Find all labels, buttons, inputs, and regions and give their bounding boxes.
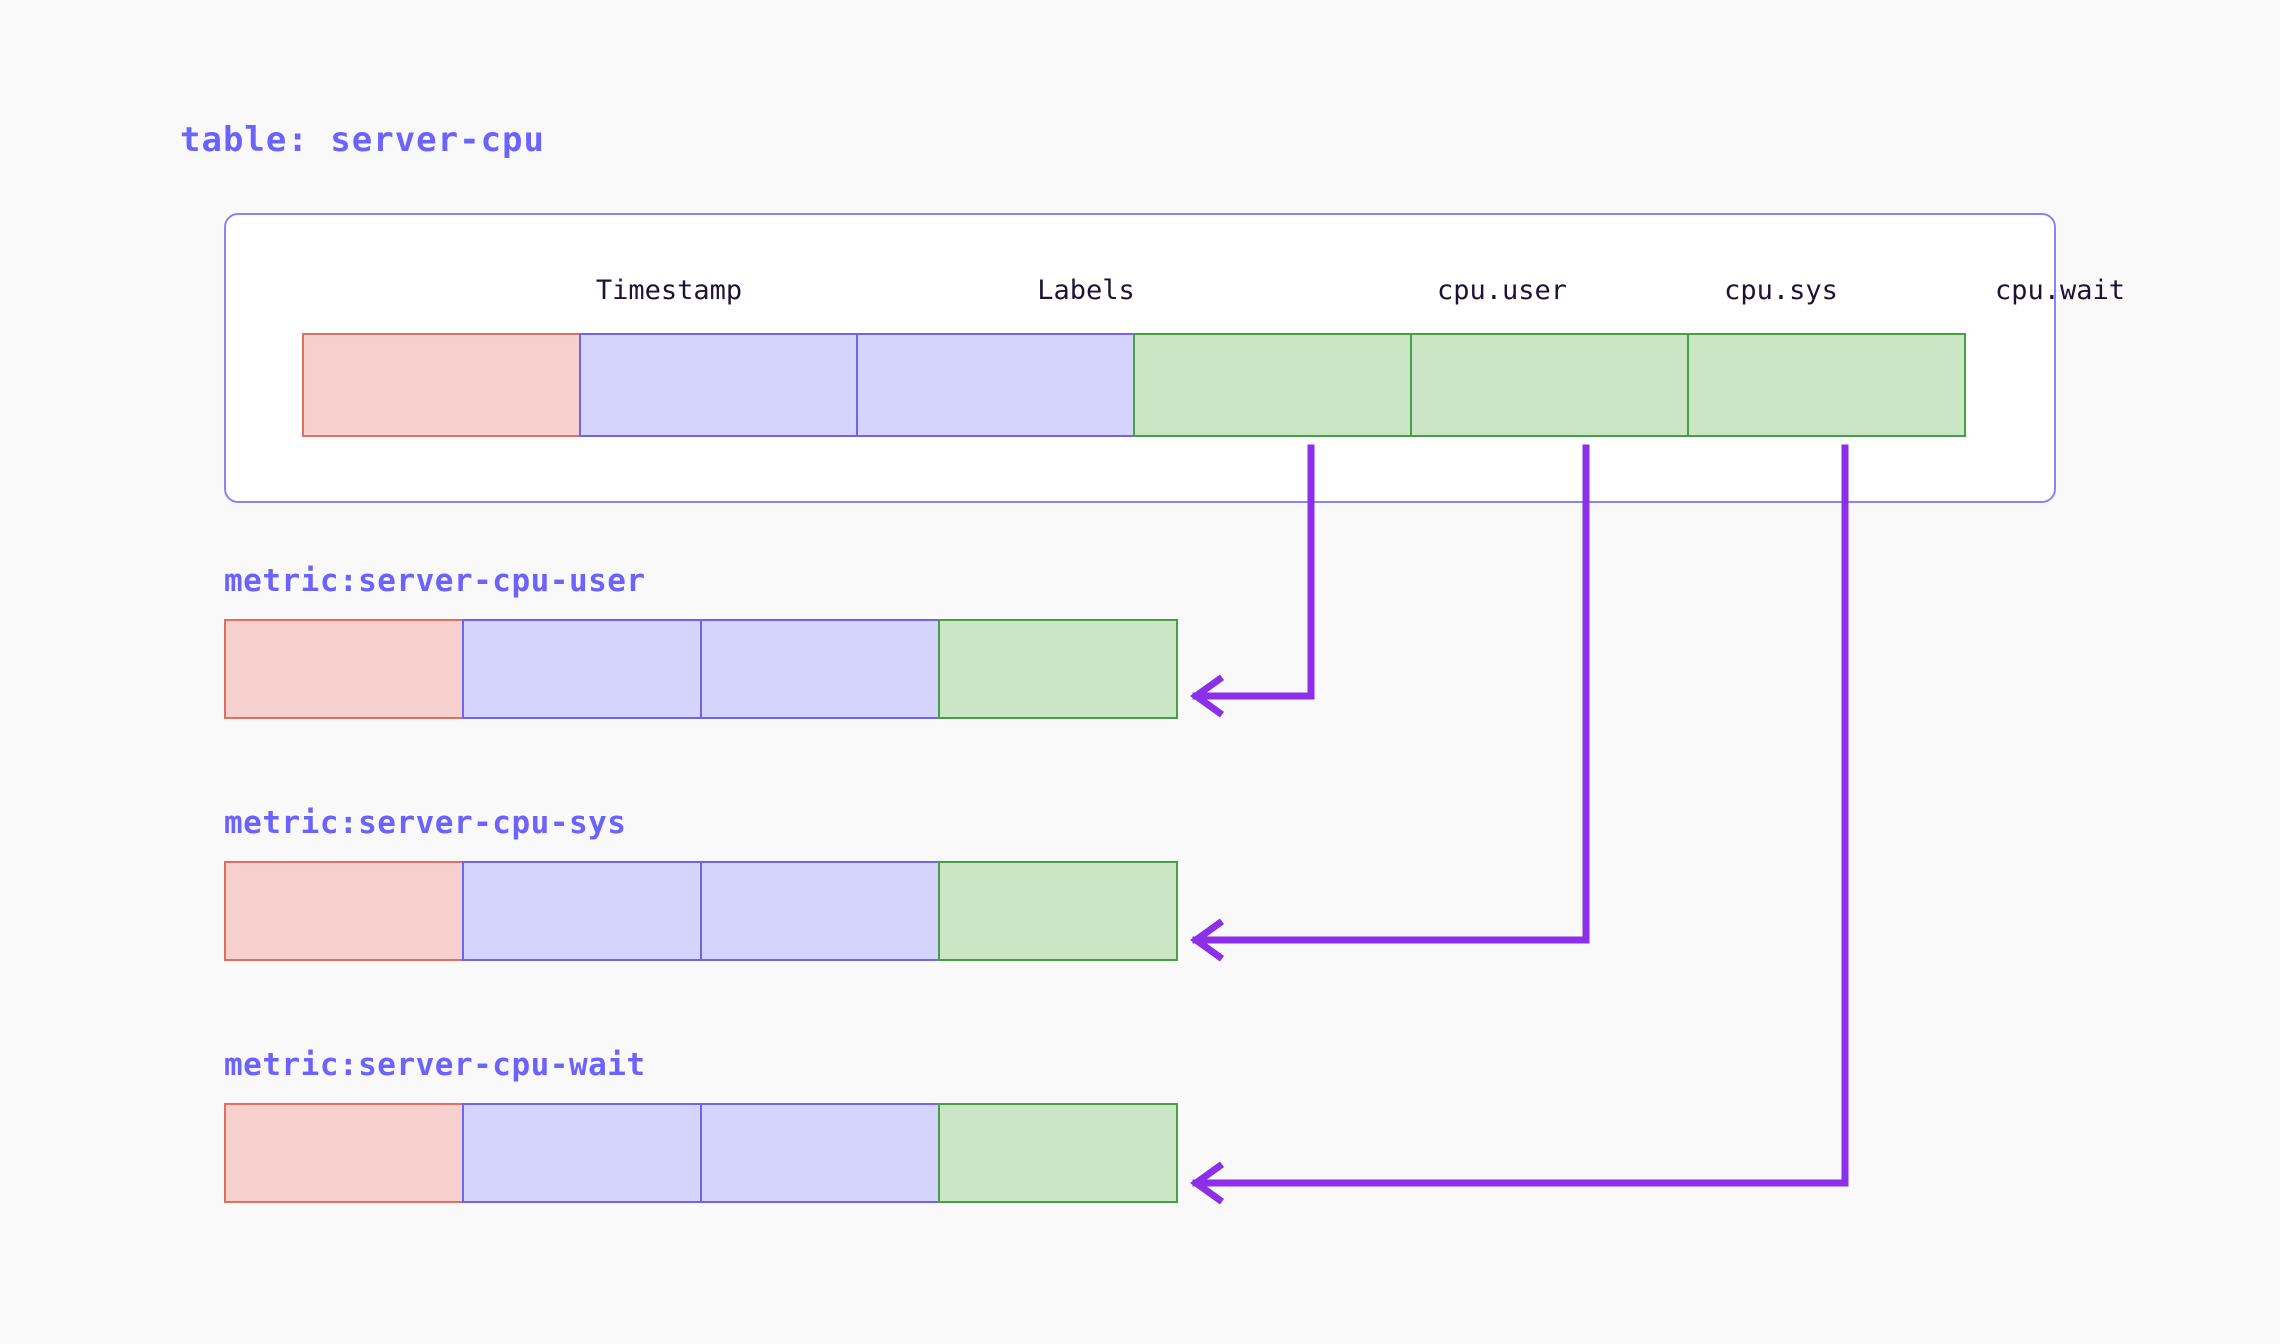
metric-cell-timestamp [224, 1103, 464, 1203]
column-header-cpu-user: cpu.user [1436, 275, 1568, 306]
metric-cell-label-2 [700, 1103, 940, 1203]
metric-block-server-cpu-wait: metric:server-cpu-wait [224, 1047, 1178, 1203]
metric-title-server-cpu-sys: metric:server-cpu-sys [224, 805, 627, 841]
column-header-cpu-wait: cpu.wait [1994, 275, 2126, 306]
metric-block-server-cpu-user: metric:server-cpu-user [224, 563, 1178, 719]
column-header-cpu-sys: cpu.sys [1724, 275, 1838, 306]
table-cell-label-1 [579, 333, 858, 437]
metric-cell-timestamp [224, 861, 464, 961]
metric-title-server-cpu-user: metric:server-cpu-user [224, 563, 646, 599]
cpu-sys-connector-arrowhead-icon [1190, 918, 1225, 962]
metric-cell-value [938, 619, 1178, 719]
cpu-wait-connector [1192, 444, 1849, 1187]
metric-row-server-cpu-wait [224, 1103, 1178, 1203]
metric-cell-timestamp [224, 619, 464, 719]
metric-cell-value [938, 861, 1178, 961]
table-row [302, 333, 1966, 437]
metric-title-server-cpu-wait: metric:server-cpu-wait [224, 1047, 646, 1083]
table-cell-cpu-sys [1410, 333, 1689, 437]
metric-row-server-cpu-user [224, 619, 1178, 719]
cpu-wait-connector-arrowhead-icon [1190, 1161, 1225, 1205]
metric-cell-label-2 [700, 861, 940, 961]
metric-cell-label-2 [700, 619, 940, 719]
column-header-timestamp: Timestamp [595, 275, 743, 306]
metric-cell-value [938, 1103, 1178, 1203]
table-cell-timestamp [302, 333, 581, 437]
table-cell-label-2 [856, 333, 1135, 437]
metric-cell-label-1 [462, 619, 702, 719]
table-title: table: server-cpu [180, 120, 545, 160]
cpu-user-connector-arrowhead-icon [1190, 674, 1225, 718]
column-header-labels: Labels [1037, 275, 1135, 306]
table-cell-cpu-wait [1687, 333, 1966, 437]
table-cell-cpu-user [1133, 333, 1412, 437]
metric-row-server-cpu-sys [224, 861, 1178, 961]
metric-block-server-cpu-sys: metric:server-cpu-sys [224, 805, 1178, 961]
metric-cell-label-1 [462, 861, 702, 961]
metric-cell-label-1 [462, 1103, 702, 1203]
cpu-sys-connector [1192, 444, 1590, 944]
table-column-headers: Timestamp Labels cpu.user cpu.sys cpu.wa… [224, 275, 2125, 321]
